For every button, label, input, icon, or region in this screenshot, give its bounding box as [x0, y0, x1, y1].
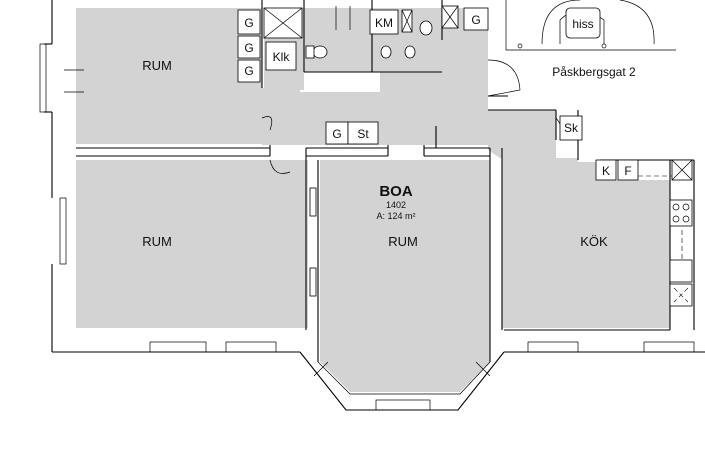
tag-hiss: hiss: [572, 17, 593, 31]
tag-g-3: G: [244, 64, 253, 78]
fixtures: [263, 5, 693, 307]
tag-boxes: [237, 7, 639, 181]
room-label-top-left: RUM: [142, 58, 172, 73]
street-address: Påskbergsgat 2: [552, 65, 636, 79]
room-label-center: RUM: [388, 234, 418, 249]
tag-f: F: [624, 164, 631, 178]
tag-sk: Sk: [564, 121, 579, 135]
toilet-icon: [312, 45, 328, 59]
tag-g-5: G: [332, 127, 341, 141]
sink-icon: [380, 45, 392, 59]
room-label-kitchen: KÖK: [580, 234, 608, 249]
sink-icon-2: [404, 45, 416, 59]
tag-k: K: [602, 164, 610, 178]
room-label-bottom-left: RUM: [142, 234, 172, 249]
tag-g-4: G: [471, 13, 480, 27]
tag-g-1: G: [244, 16, 253, 30]
apartment-area: A: 124 m²: [376, 211, 415, 221]
tag-km: KM: [375, 16, 393, 30]
tag-st: St: [357, 127, 369, 141]
tag-klk: Klk: [273, 50, 291, 64]
apartment-number: 1402: [386, 200, 406, 210]
stove-icon: [669, 199, 693, 227]
toilet-icon-2: [419, 20, 433, 36]
sink-counter: [669, 259, 693, 283]
tag-g-2: G: [244, 41, 253, 55]
apartment-name: BOA: [379, 183, 413, 200]
walls: [39, 0, 705, 411]
